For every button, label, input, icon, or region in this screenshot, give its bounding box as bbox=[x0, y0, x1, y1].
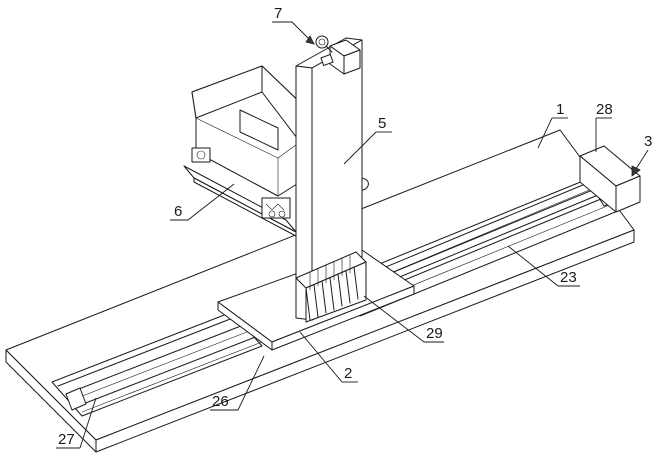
left-rail-assembly bbox=[51, 311, 263, 417]
part-labels: 7 5 6 1 28 3 23 29 2 26 27 bbox=[58, 5, 652, 448]
leader-lines bbox=[56, 21, 649, 449]
label-27: 27 bbox=[58, 431, 75, 448]
hopper-assembly bbox=[183, 65, 311, 237]
label-2: 2 bbox=[344, 365, 352, 382]
label-6: 6 bbox=[174, 203, 182, 220]
label-1: 1 bbox=[556, 101, 564, 118]
vertical-column bbox=[295, 37, 369, 321]
top-motor bbox=[315, 35, 361, 75]
end-drive-box bbox=[579, 145, 641, 213]
label-7: 7 bbox=[274, 5, 282, 22]
label-28: 28 bbox=[596, 101, 613, 118]
label-5: 5 bbox=[378, 115, 386, 132]
label-29: 29 bbox=[426, 325, 443, 342]
label-26: 26 bbox=[212, 393, 229, 410]
label-23: 23 bbox=[560, 269, 577, 286]
tooth-block bbox=[295, 251, 367, 323]
label-3: 3 bbox=[644, 133, 652, 150]
